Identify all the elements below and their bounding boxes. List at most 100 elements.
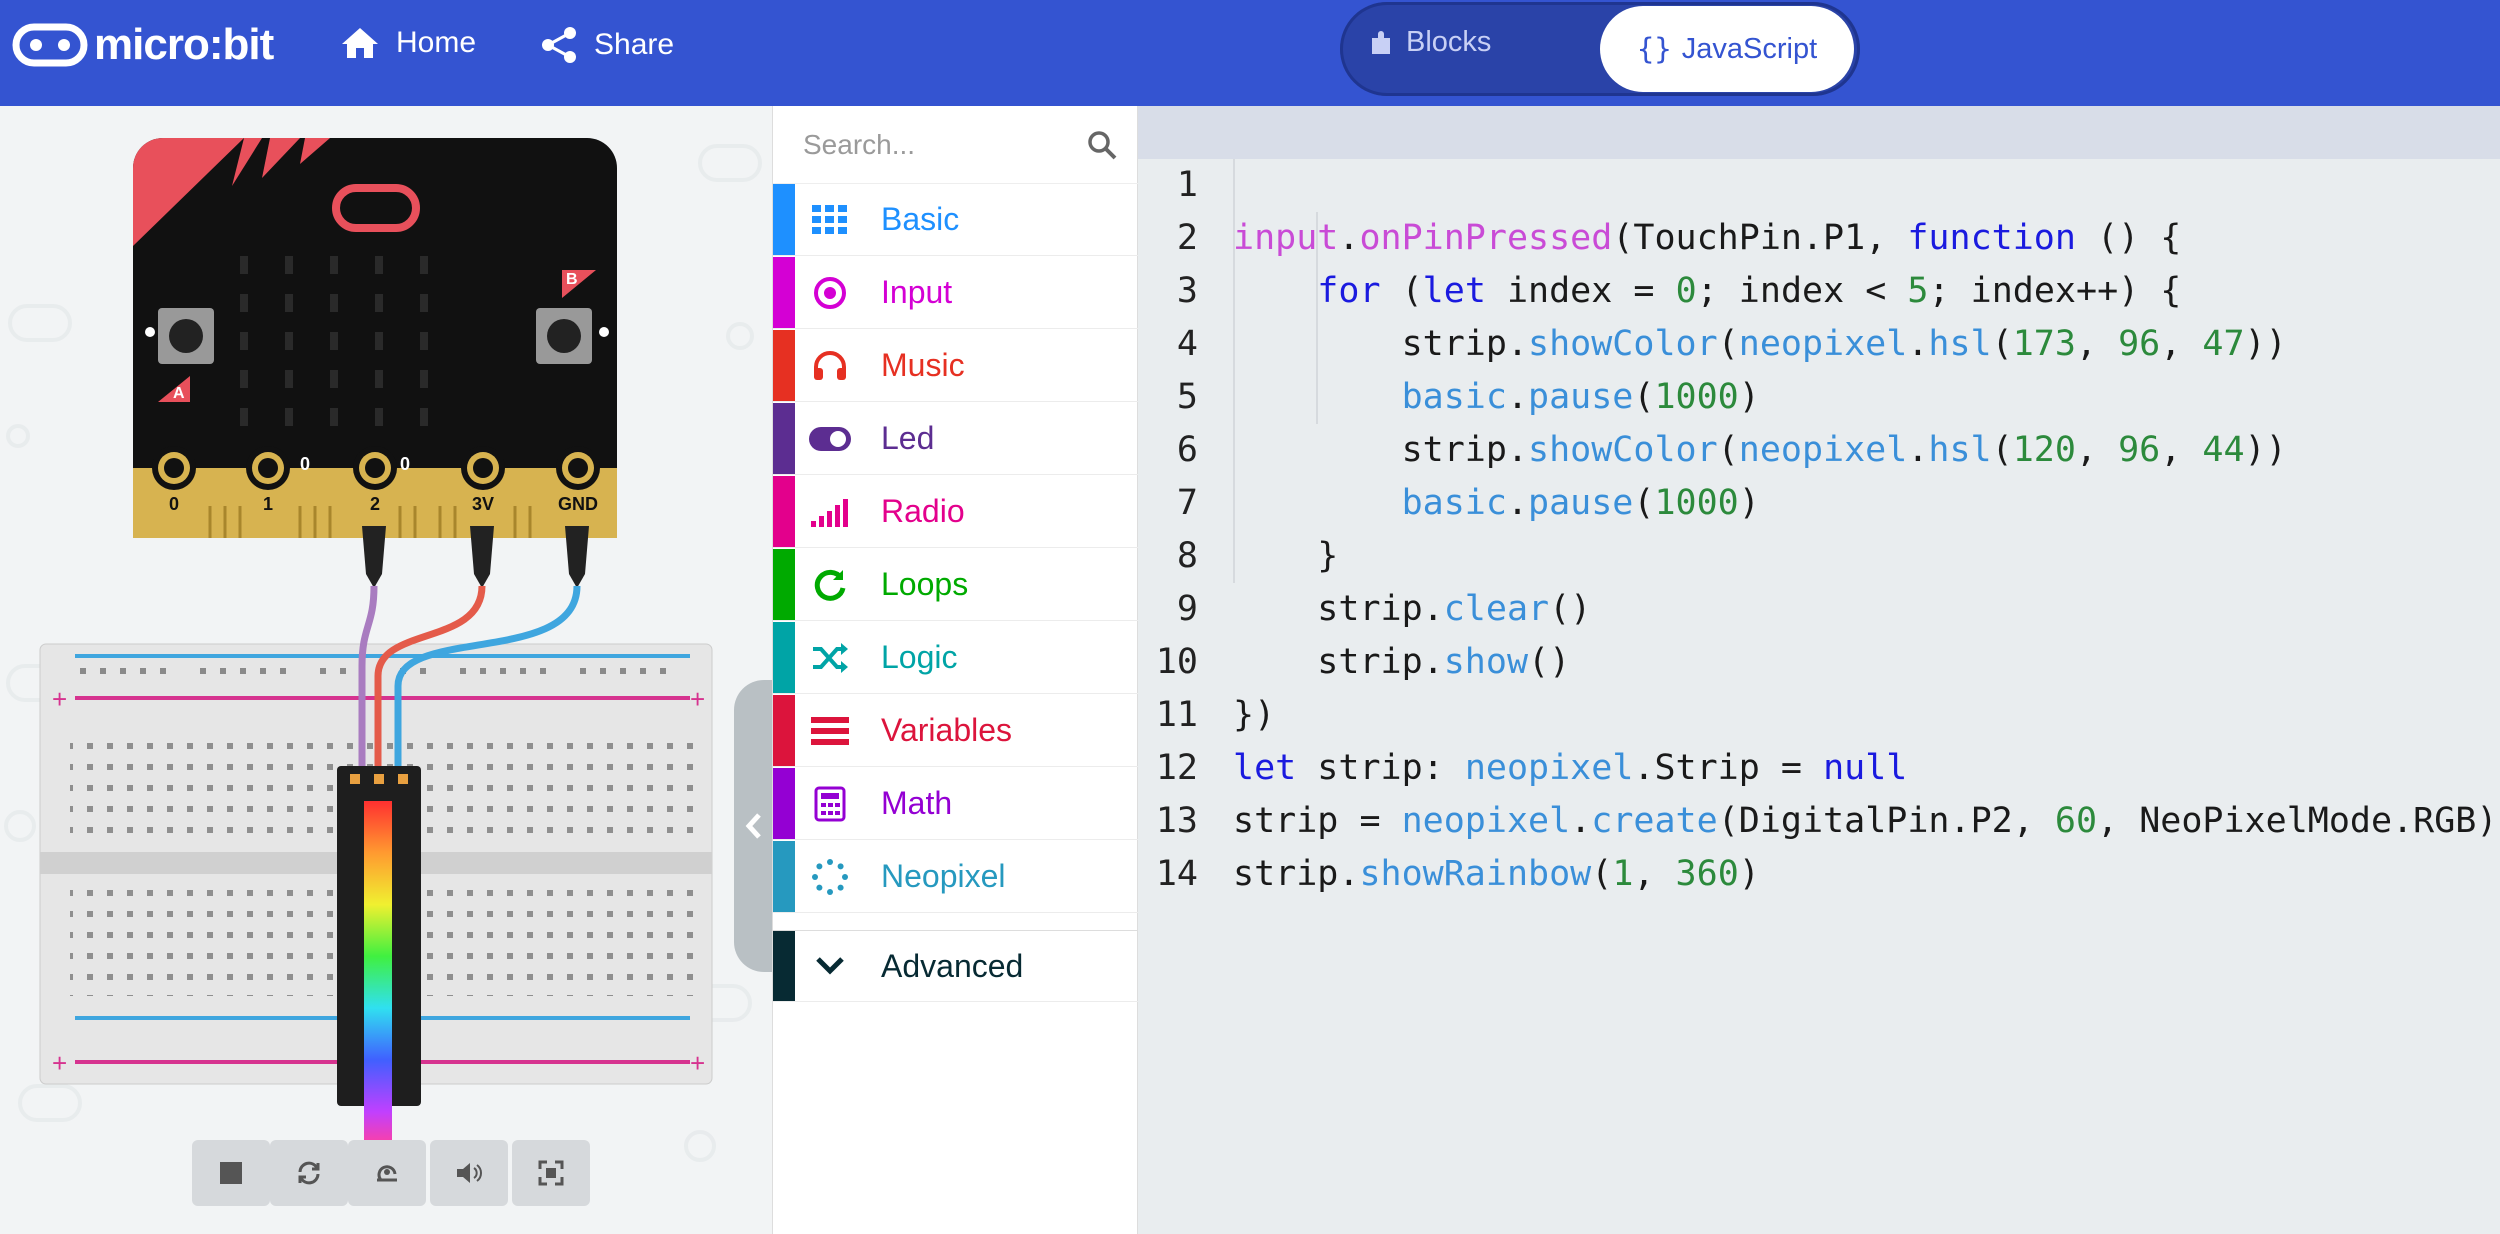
chevron-left-icon: [745, 813, 761, 839]
category-color-bar: [773, 768, 795, 839]
line-number: 5: [1176, 377, 1198, 417]
search-icon[interactable]: [1087, 130, 1117, 160]
svg-text:+: +: [52, 684, 67, 714]
svg-text:+: +: [690, 1048, 705, 1078]
category-music[interactable]: Music: [773, 330, 1139, 402]
share-button[interactable]: Share: [540, 26, 674, 64]
category-logic[interactable]: Logic: [773, 622, 1139, 694]
code-line[interactable]: 7 }: [1138, 424, 2500, 576]
category-input[interactable]: Input: [773, 257, 1139, 329]
simulator-canvas: 0 0 0 1 2 3V GND A B: [4, 138, 762, 1162]
home-button[interactable]: Home: [340, 26, 476, 60]
slow-motion-button[interactable]: [348, 1140, 426, 1206]
code-text: input.onPinPressed(TouchPin.P1, function…: [1233, 218, 2182, 258]
chevron-down-icon: [795, 956, 865, 976]
category-label: Math: [881, 785, 953, 821]
microbit-logo-icon: [12, 23, 88, 67]
code-text: strip.show(): [1317, 642, 1571, 682]
lines-icon: [795, 716, 865, 745]
tab-blocks-label: Blocks: [1406, 26, 1492, 58]
share-label: Share: [594, 28, 675, 61]
pin-label-2: 2: [370, 494, 380, 514]
line-number: 14: [1155, 854, 1198, 894]
line-number: 12: [1155, 748, 1198, 788]
code-text: for (let index = 0; index < 5; index++) …: [1317, 271, 2182, 311]
category-color-bar: [773, 622, 795, 693]
top-bar: micro:bit Home Share Blocks {} JavaScrip…: [0, 0, 2500, 106]
svg-text:0: 0: [400, 454, 410, 474]
category-color-bar: [773, 476, 795, 547]
svg-text:+: +: [52, 1048, 67, 1078]
search-input[interactable]: Search...: [803, 128, 916, 160]
code-text: strip.showColor(neopixel.hsl(173, 96, 47…: [1401, 324, 2287, 364]
restart-button[interactable]: [270, 1140, 348, 1206]
category-color-bar: [773, 695, 795, 766]
line-number: 1: [1176, 165, 1198, 205]
category-label: Music: [881, 347, 965, 383]
sound-button[interactable]: [430, 1140, 508, 1206]
simulator-toolbar: [192, 1140, 590, 1206]
code-line[interactable]: 13 strip.showRainbow(1, 360): [1138, 742, 2500, 894]
line-number: 7: [1176, 483, 1198, 523]
code-line[interactable]: 9 strip.show(): [1138, 530, 2500, 682]
fullscreen-button[interactable]: [512, 1140, 590, 1206]
category-label: Radio: [881, 493, 965, 529]
pin-label-0: 0: [169, 494, 179, 514]
stop-button[interactable]: [192, 1140, 270, 1206]
code-line[interactable]: 8 strip.clear(): [1138, 477, 2500, 629]
pin-label-1: 1: [263, 494, 273, 514]
category-math[interactable]: Math: [773, 768, 1139, 840]
svg-text:0: 0: [300, 454, 310, 474]
line-number: 8: [1176, 536, 1198, 576]
code-text: }: [1317, 536, 1339, 576]
line-number: 13: [1155, 801, 1198, 841]
category-radio[interactable]: Radio: [773, 476, 1139, 548]
category-label: Variables: [881, 712, 1013, 748]
pin-label-gnd: GND: [558, 494, 598, 514]
tab-javascript[interactable]: {} JavaScript: [1600, 6, 1854, 92]
category-basic[interactable]: Basic: [773, 184, 1139, 256]
pin-label-3v: 3V: [472, 494, 494, 514]
code-line[interactable]: 11 let strip: neopixel.Strip = null: [1138, 636, 2500, 788]
code-line[interactable]: 14: [1138, 795, 2500, 894]
puzzle-icon: [1372, 30, 1390, 54]
code-line[interactable]: 4 basic.pause(1000): [1138, 265, 2500, 417]
code-line[interactable]: 2 for (let index = 0; index < 5; index++…: [1138, 159, 2500, 311]
code-line[interactable]: 6 basic.pause(1000): [1138, 371, 2500, 523]
simulator-panel: 0 0 0 1 2 3V GND A B: [0, 106, 772, 1234]
category-led[interactable]: Led: [773, 403, 1139, 475]
home-label: Home: [396, 26, 477, 59]
microbit-logo[interactable]: micro:bit: [12, 20, 274, 70]
line-number: 2: [1176, 218, 1198, 258]
category-loops[interactable]: Loops: [773, 549, 1139, 621]
home-icon: [342, 28, 378, 58]
category-variables[interactable]: Variables: [773, 695, 1139, 767]
collapse-simulator-button[interactable]: [734, 680, 772, 972]
tab-javascript-label: JavaScript: [1681, 32, 1818, 65]
code-text: basic.pause(1000): [1401, 377, 1760, 417]
share-icon: [542, 27, 576, 63]
category-advanced[interactable]: Advanced: [773, 930, 1139, 1002]
code-line[interactable]: 5 strip.showColor(neopixel.hsl(120, 96, …: [1138, 318, 2500, 470]
code-line[interactable]: 12 strip = neopixel.create(DigitalPin.P2…: [1138, 689, 2500, 841]
dotted-circle-icon: [795, 858, 865, 895]
svg-text:+: +: [690, 684, 705, 714]
line-number: 4: [1176, 324, 1198, 364]
category-neopixel[interactable]: Neopixel: [773, 841, 1139, 913]
category-color-bar: [773, 330, 795, 401]
code-editor[interactable]: 1 input.onPinPressed(TouchPin.P1, functi…: [1138, 106, 2500, 1234]
shuffle-icon: [795, 642, 865, 673]
code-line[interactable]: 1 input.onPinPressed(TouchPin.P1, functi…: [1138, 106, 2500, 258]
sound-icon: [457, 1163, 482, 1183]
tab-blocks[interactable]: Blocks: [1370, 26, 1491, 59]
code-line[interactable]: 10 }): [1138, 583, 2500, 735]
stop-icon: [220, 1162, 242, 1184]
code-line[interactable]: 3 strip.showColor(neopixel.hsl(173, 96, …: [1138, 212, 2500, 364]
braces-icon: {}: [1636, 32, 1672, 66]
toolbox-search[interactable]: Search...: [773, 106, 1139, 184]
button-a-label: A: [173, 385, 185, 402]
line-number: 11: [1155, 695, 1198, 735]
line-number: 3: [1176, 271, 1198, 311]
category-label: Basic: [881, 201, 960, 237]
neopixel-strip: [337, 766, 421, 1146]
